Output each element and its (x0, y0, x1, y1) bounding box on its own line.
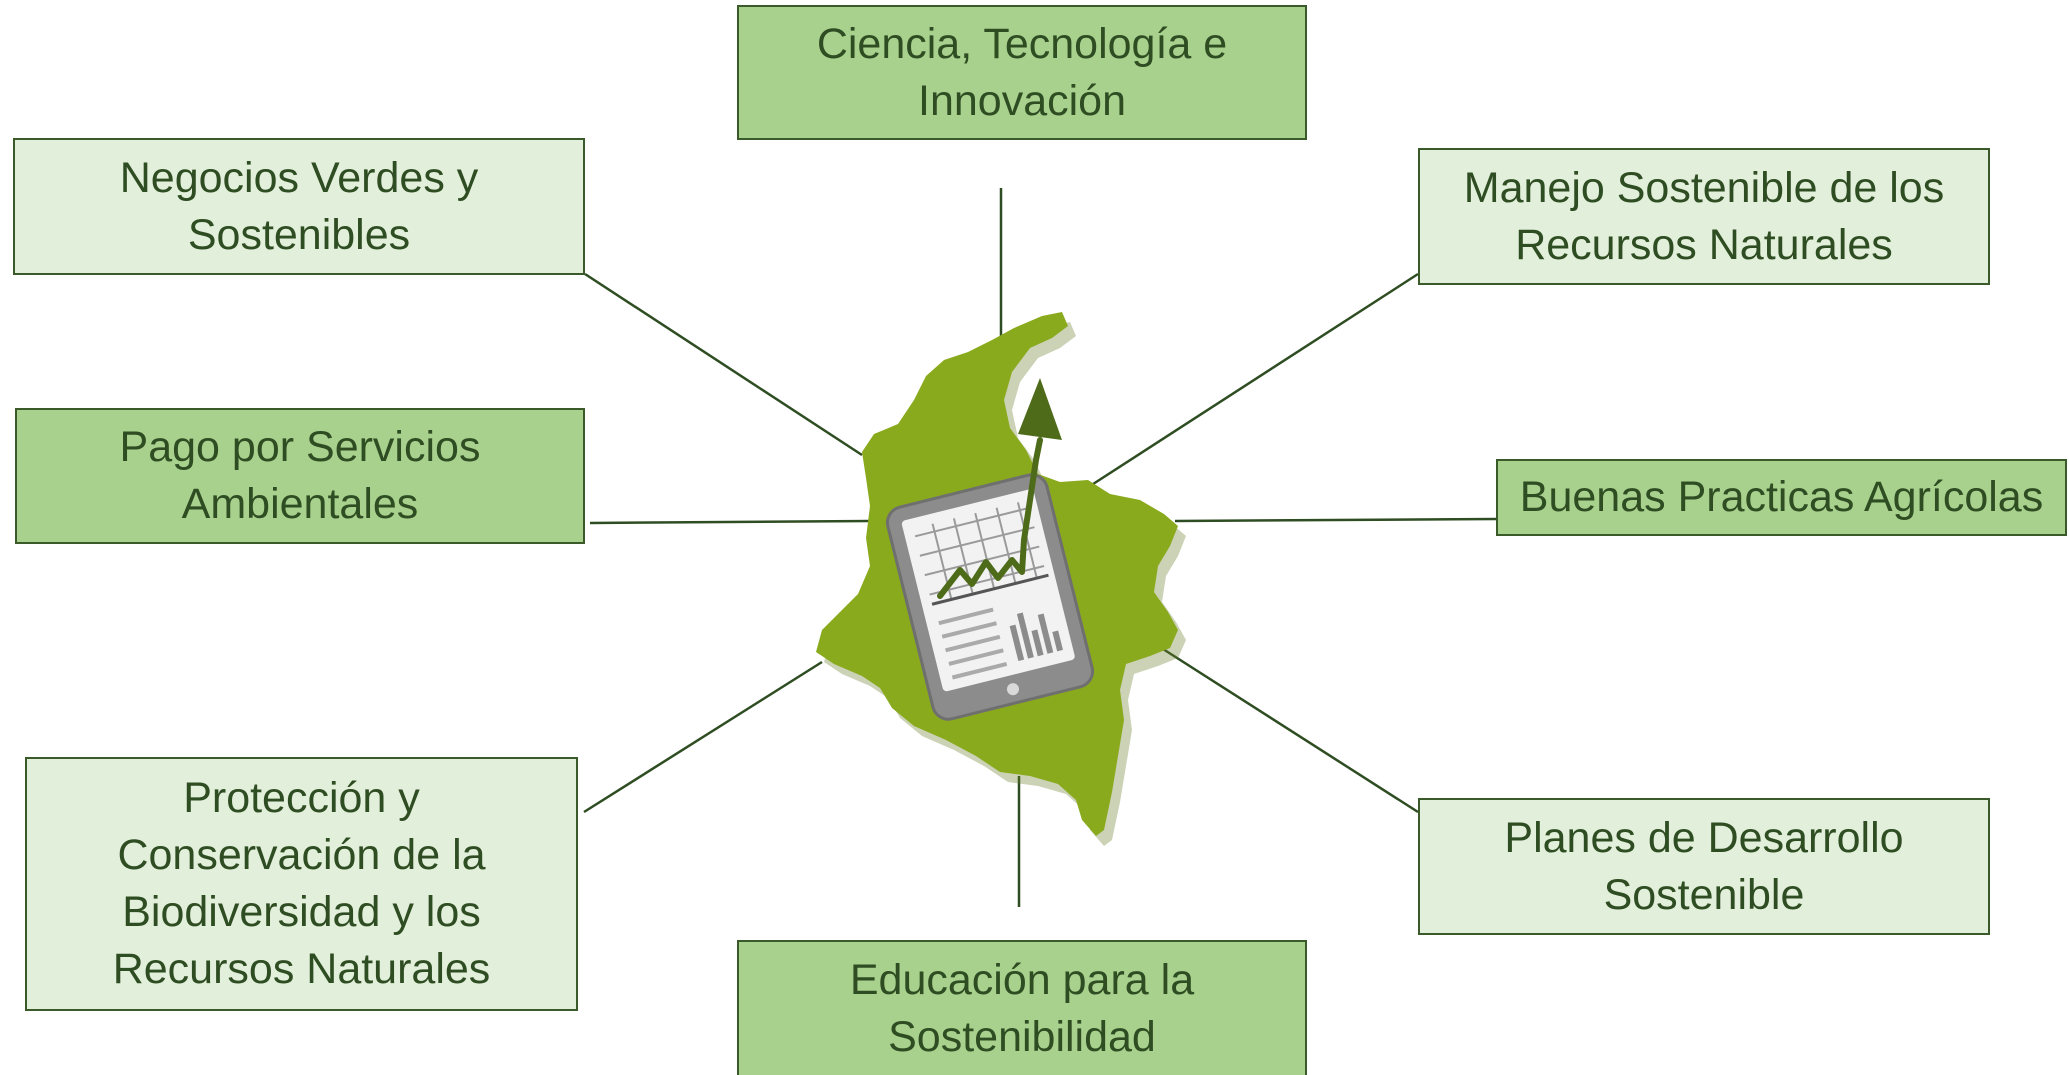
connector-negocios (584, 272, 863, 457)
box-label: Protección y Conservación de la Biodiver… (112, 774, 491, 993)
box-buenas-practicas-agricolas: Buenas Practicas Agrícolas (1496, 459, 2067, 536)
box-label: Pago por Servicios Ambientales (119, 423, 481, 528)
box-label: Ciencia, Tecnología e Innovación (816, 19, 1228, 125)
mini-bars (1009, 612, 1063, 662)
box-label: Negocios Verdes y Sostenibles (119, 153, 479, 259)
box-label: Manejo Sostenible de los Recursos Natura… (1463, 163, 1945, 269)
box-planes-desarrollo-sostenible: Planes de Desarrollo Sostenible (1418, 798, 1990, 935)
growth-arrow-icon (937, 378, 1062, 599)
box-pago-servicios-ambientales: Pago por Servicios Ambientales (15, 408, 585, 544)
text-lines (938, 607, 1008, 680)
chart-axis (931, 573, 1049, 606)
connector-proteccion (583, 660, 823, 814)
box-educacion-sostenibilidad: Educación para la Sostenibilidad (737, 940, 1307, 1075)
box-label: Buenas Practicas Agrícolas (1519, 473, 2044, 521)
connector-buenas (1174, 517, 1497, 523)
connector-pago (589, 519, 871, 525)
box-label: Educación para la Sostenibilidad (849, 955, 1195, 1061)
box-label: Planes de Desarrollo Sostenible (1504, 813, 1904, 919)
box-manejo-sostenible: Manejo Sostenible de los Recursos Natura… (1418, 148, 1990, 285)
connector-manejo (1089, 272, 1419, 488)
box-negocios-verdes: Negocios Verdes y Sostenibles (13, 138, 585, 275)
connector-planes (1162, 647, 1419, 814)
box-proteccion-conservacion: Protección y Conservación de la Biodiver… (25, 757, 578, 1011)
box-ciencia-tecnologia-innovacion: Ciencia, Tecnología e Innovación (737, 5, 1307, 140)
